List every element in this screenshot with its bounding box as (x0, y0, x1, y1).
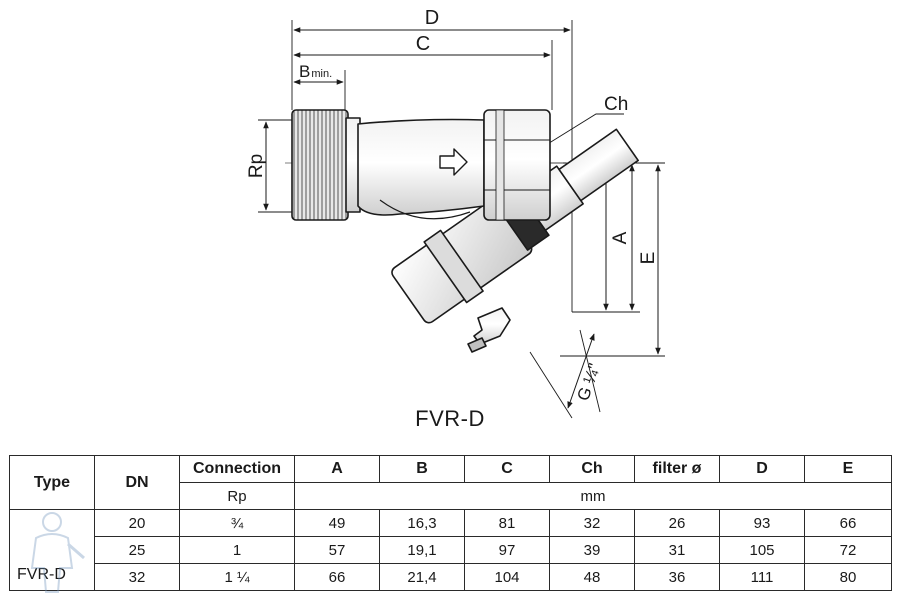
header-type: Type (9, 455, 95, 510)
plumber-watermark-icon (30, 512, 85, 593)
dim-e-label: E (638, 252, 659, 265)
cell-e: 72 (804, 536, 892, 564)
cell-filter: 36 (634, 563, 720, 591)
valve-drawing: D C Bmin. Rp Ch A E G ¼" (246, 7, 665, 419)
table-row: 25 1 57 19,1 97 39 31 105 72 (10, 536, 892, 564)
header-filter: filter ø (634, 455, 720, 483)
cell-e: 66 (804, 509, 892, 537)
cell-a: 66 (294, 563, 380, 591)
header-ch: Ch (549, 455, 635, 483)
cell-a: 49 (294, 509, 380, 537)
cell-dn: 25 (94, 536, 180, 564)
ch-leader (545, 113, 624, 146)
cell-dn: 32 (94, 563, 180, 591)
spec-table: Type DN Connection A B C Ch filter ø D E… (9, 455, 892, 591)
header-dn: DN (94, 455, 180, 510)
header-e: E (804, 455, 892, 483)
cell-d: 111 (719, 563, 805, 591)
cell-dn: 20 (94, 509, 180, 537)
header-a: A (294, 455, 380, 483)
cell-b: 16,3 (379, 509, 465, 537)
cell-a: 57 (294, 536, 380, 564)
cell-b: 21,4 (379, 563, 465, 591)
type-value: FVR-D (17, 566, 66, 583)
cell-c: 104 (464, 563, 550, 591)
cell-d: 105 (719, 536, 805, 564)
header-d: D (719, 455, 805, 483)
table-header-row: Type DN Connection A B C Ch filter ø D E (9, 455, 892, 510)
cell-ch: 48 (549, 563, 635, 591)
dim-g-line (567, 333, 595, 409)
cell-connection: 1 ¼ (179, 563, 295, 591)
drawing-caption: FVR-D (415, 406, 485, 431)
cell-c: 81 (464, 509, 550, 537)
valve-body (291, 109, 639, 353)
dim-b-label: Bmin. (299, 62, 332, 81)
dimension-lines (263, 27, 661, 419)
header-c: C (464, 455, 550, 483)
cell-connection: ¾ (179, 509, 295, 537)
cell-filter: 31 (634, 536, 720, 564)
unit-connection: Rp (179, 482, 295, 510)
dim-rp-label: Rp (246, 154, 267, 178)
dim-d-label: D (425, 7, 439, 29)
cell-connection: 1 (179, 536, 295, 564)
dim-ch-label: Ch (604, 94, 628, 115)
cell-d: 93 (719, 509, 805, 537)
cell-b: 19,1 (379, 536, 465, 564)
table-row: FVR-D 20 ¾ 49 16,3 81 32 26 93 66 (9, 509, 892, 591)
header-b: B (379, 455, 465, 483)
dim-a-label: A (610, 231, 631, 244)
cell-ch: 39 (549, 536, 635, 564)
header-connection: Connection (179, 455, 295, 483)
cell-e: 80 (804, 563, 892, 591)
cell-filter: 26 (634, 509, 720, 537)
unit-mm: mm (294, 482, 892, 510)
cell-ch: 32 (549, 509, 635, 537)
type-cell: FVR-D (9, 509, 95, 591)
cell-c: 97 (464, 536, 550, 564)
dim-g-label: G ¼" (573, 361, 604, 403)
dim-c-label: C (416, 33, 430, 55)
table-row: 32 1 ¼ 66 21,4 104 48 36 111 80 (10, 563, 892, 591)
